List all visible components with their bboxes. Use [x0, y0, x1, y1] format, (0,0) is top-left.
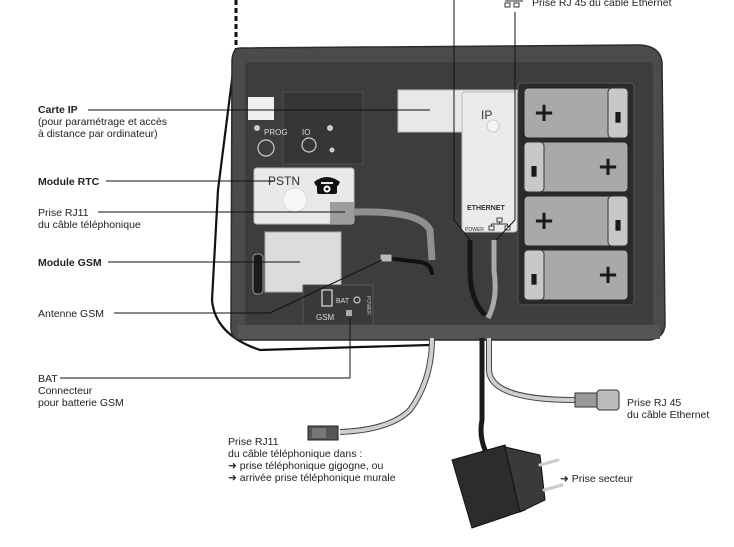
power-cable-internal — [467, 240, 487, 317]
bat-desc-1: Connecteur — [38, 385, 93, 397]
bullet-text: prise téléphonique gigogne, ou — [239, 460, 384, 472]
minus-polarity-icon: ▮ — [614, 217, 622, 233]
rj11-cable-external-outline — [339, 337, 435, 435]
gsm-board-label: GSM — [316, 313, 335, 322]
bat-connector — [346, 310, 352, 316]
ethernet-port-icon — [504, 0, 523, 8]
carte-ip-desc-1: (pour paramétrage et accès — [38, 116, 167, 128]
module-rtc-label: Module RTC — [38, 176, 100, 188]
rj11-plug — [307, 425, 339, 441]
rj45-top-label: Prise RJ 45 du câble Ethernet — [532, 0, 672, 9]
pstn-label: PSTN — [268, 174, 300, 188]
plus-polarity-icon: + — [533, 206, 555, 236]
ethernet-cable-external-outline — [486, 338, 576, 403]
minus-polarity-icon: ▮ — [530, 163, 538, 179]
arrow-right-icon: ➜ — [560, 473, 569, 485]
label-sticker — [248, 97, 274, 120]
carte-ip-title: Carte IP — [38, 104, 78, 116]
rj11-cable-external — [339, 337, 434, 434]
prise-secteur-label: ➜ Prise secteur — [560, 473, 633, 485]
io-button[interactable] — [301, 137, 317, 153]
ethernet-cable-external — [487, 338, 576, 402]
rj11-cable-line1: Prise RJ11 — [228, 436, 279, 448]
antenne-gsm-label: Antenne GSM — [38, 308, 104, 320]
battery: ▮+ — [523, 249, 629, 301]
bat-title: BAT — [38, 373, 58, 385]
bat-desc-2: pour batterie GSM — [38, 397, 124, 409]
prise-rj11-module-line1: Prise RJ11 — [38, 207, 89, 219]
antenna-clip — [252, 253, 264, 295]
leader-lines — [60, 0, 516, 379]
rj11-cable-line2: du câble téléphonique dans : — [228, 448, 363, 460]
plus-polarity-icon: + — [533, 98, 555, 128]
rj45-cable-line2: du câble Ethernet — [627, 409, 710, 421]
module-gsm-label: Module GSM — [38, 257, 102, 269]
antenna-connector — [379, 253, 393, 263]
ip-card — [397, 89, 521, 233]
power-adapter — [451, 444, 564, 529]
bat-board-label: BAT — [336, 298, 350, 305]
arrow-right-icon: ➜ — [228, 472, 237, 484]
prog-label: PROG — [264, 128, 288, 137]
battery: +▮ — [523, 195, 629, 247]
rj11-cable-bullet-2: ➜ arrivée prise téléphonique murale — [228, 472, 396, 484]
rj11-socket — [330, 202, 354, 224]
rj11-cable-bullet-1: ➜ prise téléphonique gigogne, ou — [228, 460, 396, 472]
antenna-cable — [384, 256, 434, 276]
carte-ip-label: Carte IP (pour paramétrage et accès à di… — [38, 104, 167, 140]
prog-button[interactable] — [257, 139, 275, 157]
prise-rj11-module-line2: du câble téléphonique — [38, 219, 141, 231]
prise-rj11-module-label: Prise RJ11 du câble téléphonique — [38, 207, 141, 231]
rj11-cable-internal — [353, 208, 436, 261]
cover-outline — [210, 47, 431, 352]
ip-label: IP — [481, 108, 492, 122]
rj45-cable-label: Prise RJ 45 du câble Ethernet — [627, 397, 709, 421]
plus-polarity-icon: + — [597, 152, 619, 182]
io-label: IO — [302, 128, 310, 137]
rj11-cable-label: Prise RJ11 du câble téléphonique dans : … — [228, 436, 396, 484]
ethernet-label: ETHERNET — [467, 205, 505, 212]
carte-ip-desc-2: à distance par ordinateur) — [38, 128, 158, 140]
minus-polarity-icon: ▮ — [530, 271, 538, 287]
network-icon — [488, 217, 511, 231]
power-vertical-label: POWER — [365, 296, 371, 315]
rj45-plug — [574, 389, 620, 411]
minus-polarity-icon: ▮ — [614, 109, 622, 125]
mobile-phone-icon — [321, 289, 333, 307]
ethernet-cable-internal — [485, 240, 498, 320]
prise-secteur-text: Prise secteur — [571, 473, 634, 485]
rj45-cable-line1: Prise RJ 45 — [627, 397, 682, 409]
bullet-text: arrivée prise téléphonique murale — [239, 472, 396, 484]
prog-io-panel — [254, 91, 364, 165]
plus-polarity-icon: + — [597, 260, 619, 290]
battery: +▮ — [523, 87, 629, 139]
power-label: POWER — [465, 227, 484, 233]
bat-label: BAT Connecteur pour batterie GSM — [38, 373, 124, 409]
battery: ▮+ — [523, 141, 629, 193]
arrow-right-icon: ➜ — [228, 460, 237, 472]
telephone-icon — [314, 177, 340, 194]
